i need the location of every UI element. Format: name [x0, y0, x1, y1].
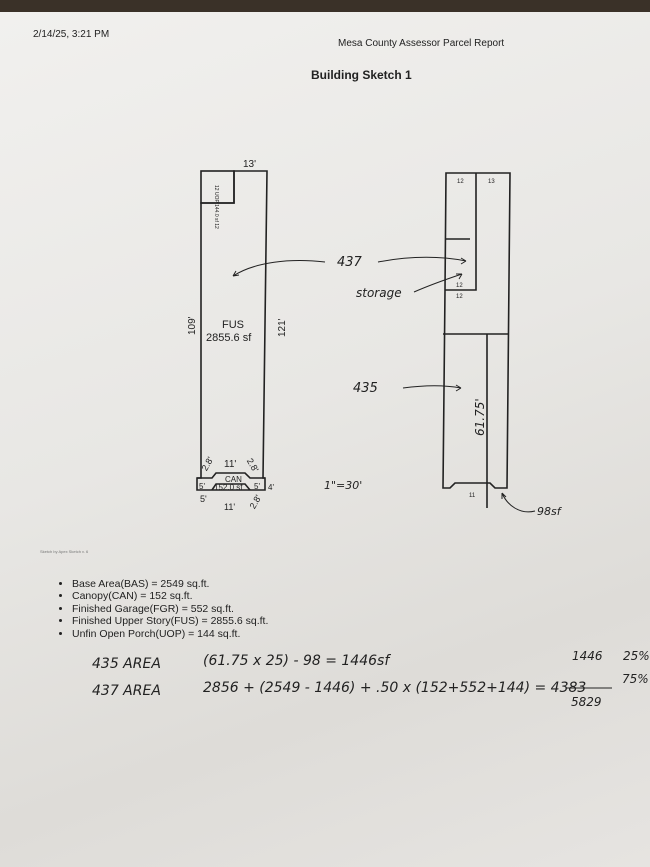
dim-right: 121': [277, 318, 288, 337]
can-label: CAN: [225, 475, 242, 484]
right-label-top-right: 13: [488, 179, 495, 185]
print-timestamp: 2/14/25, 3:21 PM: [33, 29, 110, 40]
annotation-storage: storage: [356, 286, 402, 300]
dim-28c: 2.8': [248, 493, 264, 511]
report-title: Mesa County Assessor Parcel Report: [338, 38, 505, 49]
summary-item: Canopy(CAN) = 152 sq.ft.: [72, 590, 268, 602]
dim-6175: 61.75': [473, 398, 487, 436]
fus-area: 2855.6 sf: [206, 332, 252, 344]
right-label-mid-b: 12: [456, 294, 463, 300]
annotation-98sf: 98sf: [537, 505, 563, 518]
right-label-bottom: 11: [469, 493, 476, 499]
dim-4: 4': [268, 483, 274, 492]
calc-437-expr: 2856 + (2549 - 1446) + .50 x (152+552+14…: [203, 680, 586, 696]
dim-28b: 2.8': [245, 457, 261, 475]
calc-437-label: 437 AREA: [92, 683, 161, 699]
dim-11-top: 11': [224, 459, 236, 470]
dim-28a: 2.8': [200, 455, 216, 473]
annotation-scale: 1"=30': [324, 479, 362, 492]
calc-side-75: 75%: [622, 672, 649, 686]
sketch-caption: Sketch by Apex Sketch v. 6: [40, 549, 89, 554]
annotation-437: 437: [337, 255, 363, 270]
fus-code: FUS: [222, 319, 244, 331]
document-page: [0, 12, 650, 867]
annotation-435: 435: [353, 381, 378, 396]
calc-side-1446: 1446: [572, 649, 603, 663]
dim-5b: 5': [254, 482, 260, 491]
dim-top: 13': [243, 159, 256, 170]
calc-side-25: 25%: [623, 649, 650, 663]
summary-item: Base Area(BAS) = 2549 sq.ft.: [72, 578, 268, 590]
right-outline: [442, 172, 511, 489]
can-area: 152.0 sf: [214, 483, 243, 492]
uop-label: 12 UOP 144.0 sf 12: [213, 185, 219, 229]
calc-435-label: 435 AREA: [92, 656, 161, 672]
calc-total: 5829: [571, 695, 602, 709]
right-label-top-left: 12: [457, 179, 464, 185]
summary-item: Unfin Open Porch(UOP) = 144 sq.ft.: [72, 628, 268, 640]
summary-item: Finished Upper Story(FUS) = 2855.6 sq.ft…: [72, 615, 268, 627]
dim-11-bottom: 11': [224, 502, 235, 512]
calc-435-expr: (61.75 x 25) - 98 = 1446sf: [203, 653, 391, 669]
sketch-title: Building Sketch 1: [311, 68, 412, 82]
dim-5c: 5': [200, 494, 207, 504]
area-summary-list: Base Area(BAS) = 2549 sq.ft. Canopy(CAN)…: [58, 578, 268, 640]
can-outline: [197, 472, 265, 491]
summary-item: Finished Garage(FGR) = 552 sq.ft.: [72, 603, 268, 615]
right-label-mid-a: 12: [456, 283, 463, 289]
uop-box: [200, 170, 235, 204]
dim-left: 109': [187, 316, 198, 335]
dim-5a: 5': [199, 482, 205, 491]
